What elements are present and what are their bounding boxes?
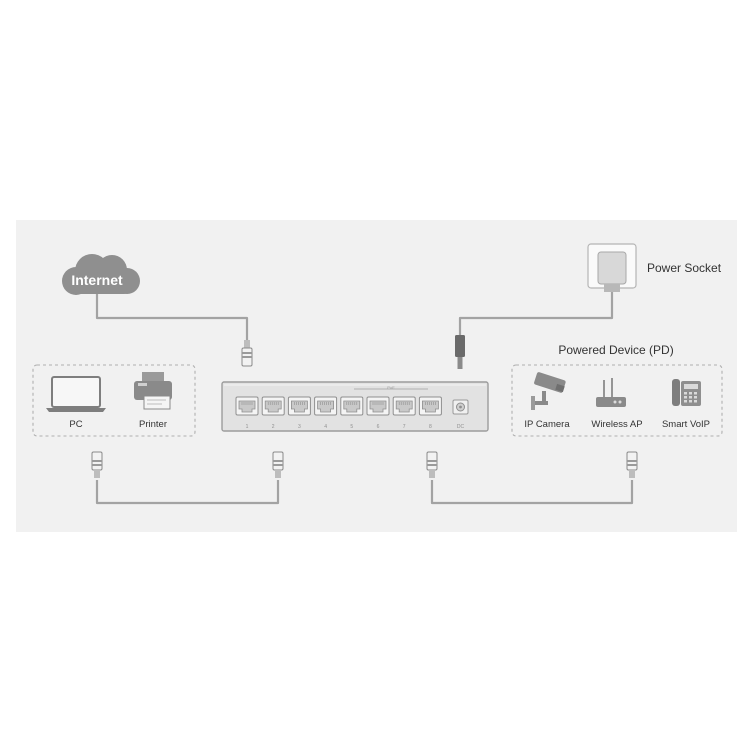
dc-label: DC [457, 424, 465, 430]
voip-phone-icon [672, 379, 701, 406]
port-number-8: 8 [429, 424, 432, 430]
poe-marker-label: PoE [387, 385, 395, 390]
pd-group-title: Powered Device (PD) [558, 343, 673, 357]
power-socket-label: Power Socket [647, 261, 722, 275]
cable-pc-switch [95, 480, 280, 505]
port-number-5: 5 [350, 424, 353, 430]
port-number-3: 3 [298, 424, 301, 430]
rj45-port-5: 5 [340, 396, 364, 430]
rj45-port-1: 1 [235, 396, 259, 430]
wireless-ap-label: Wireless AP [591, 419, 642, 430]
router-icon [596, 378, 626, 407]
power-adapter-icon [587, 243, 637, 292]
port-number-7: 7 [403, 424, 406, 430]
cable-internet-switch [95, 290, 249, 342]
rj45-port-4: 4 [314, 396, 338, 430]
pd-group [511, 364, 723, 437]
printer-icon [134, 372, 172, 410]
rj45-plug-switch-port2 [272, 451, 284, 478]
port-number-1: 1 [246, 424, 249, 430]
end-devices-group [32, 364, 196, 437]
port-number-2: 2 [272, 424, 275, 430]
smart-voip-label: Smart VoIP [662, 419, 710, 430]
internet-label: Internet [71, 272, 123, 288]
cloud-icon [62, 254, 140, 295]
port-number-6: 6 [377, 424, 380, 430]
printer-label: Printer [139, 419, 167, 430]
pc-label: PC [69, 419, 82, 430]
rj45-plug-internet [241, 340, 253, 367]
rj45-port-7: 7 [392, 396, 416, 430]
cable-power-switch [458, 292, 614, 335]
rj45-port-8: 8 [418, 396, 442, 430]
rj45-plug-switch-port7 [426, 451, 438, 478]
rj45-port-3: 3 [287, 396, 311, 430]
rj45-plug-pd [626, 451, 638, 478]
port-number-4: 4 [324, 424, 327, 430]
rj45-plug-pc [91, 451, 103, 478]
cctv-camera-icon [531, 372, 566, 410]
dc-plug [455, 335, 465, 369]
cable-switch-pd [430, 480, 634, 505]
laptop-icon [46, 376, 106, 412]
ip-camera-label: IP Camera [524, 419, 570, 430]
poe-switch: PoE 1 2 3 4 5 6 7 8 DC [221, 381, 489, 432]
rj45-port-2: 2 [261, 396, 285, 430]
rj45-port-6: 6 [366, 396, 390, 430]
port-group: 1 2 3 4 5 6 7 8 [235, 396, 442, 430]
